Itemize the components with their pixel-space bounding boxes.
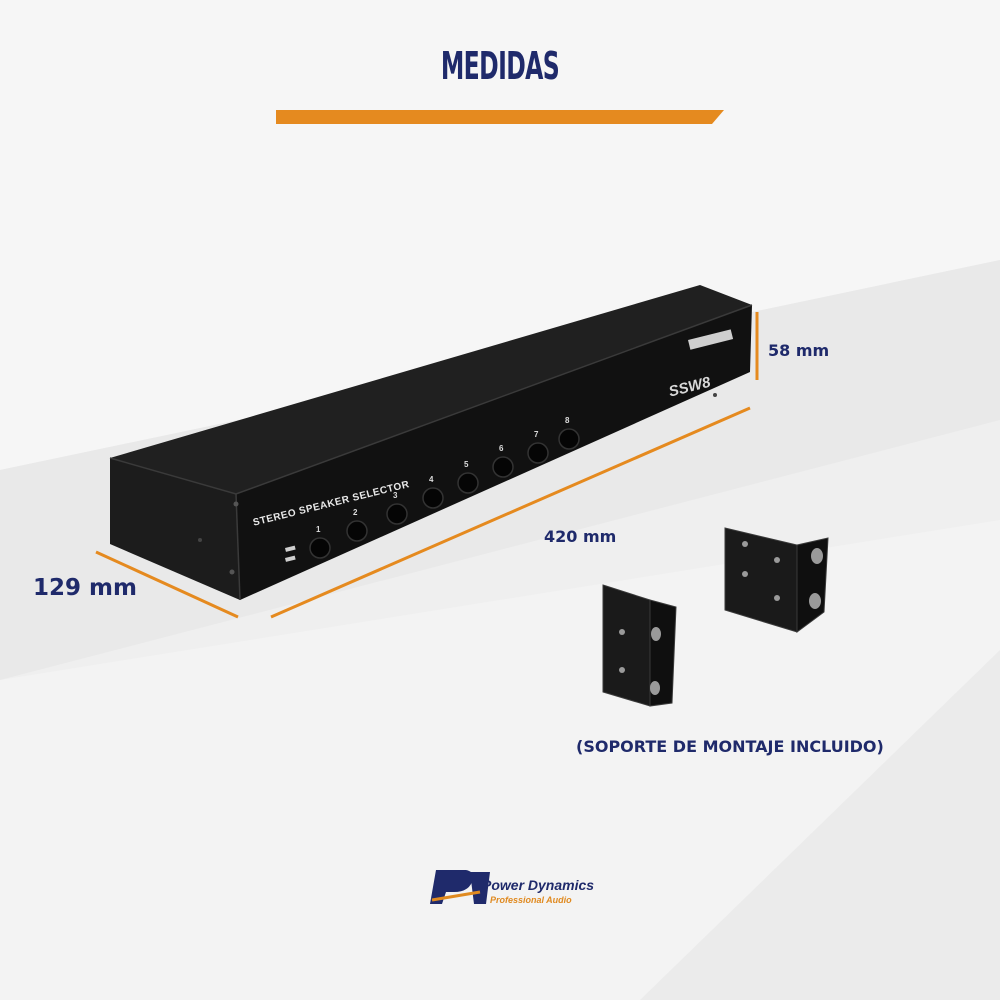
channel-labels: 1 2 3 4 5 6 7 8	[316, 416, 570, 534]
brand-name: Power Dynamics	[482, 877, 595, 893]
channel-button-8	[558, 428, 580, 450]
channel-label-1: 1	[316, 525, 321, 534]
channel-button-5	[457, 472, 479, 494]
channel-label-8: 8	[565, 416, 570, 425]
height-dimension: 58 mm	[768, 341, 830, 360]
channel-button-3	[386, 503, 408, 525]
channel-buttons	[309, 428, 580, 559]
width-dimension: 420 mm	[544, 527, 617, 546]
channel-button-1	[309, 537, 331, 559]
channel-label-4: 4	[429, 475, 434, 484]
bracket-left	[602, 584, 677, 707]
channel-label-7: 7	[534, 430, 539, 439]
page-title: MEDIDAS	[440, 44, 560, 88]
depth-line	[95, 550, 239, 619]
channel-label-5: 5	[464, 460, 469, 469]
channel-button-6	[492, 456, 514, 478]
channel-label-6: 6	[499, 444, 504, 453]
channel-label-3: 3	[393, 491, 398, 500]
channel-button-7	[527, 442, 549, 464]
bracket-right	[724, 527, 829, 633]
channel-button-4	[422, 487, 444, 509]
channel-label-2: 2	[353, 508, 358, 517]
depth-dimension: 129 mm	[33, 575, 137, 601]
channel-button-2	[346, 520, 368, 542]
width-line	[270, 406, 751, 619]
title-underline	[276, 110, 724, 124]
brand-tagline: Professional Audio	[490, 895, 572, 905]
bracket-caption: (SOPORTE DE MONTAJE INCLUIDO)	[576, 737, 884, 756]
